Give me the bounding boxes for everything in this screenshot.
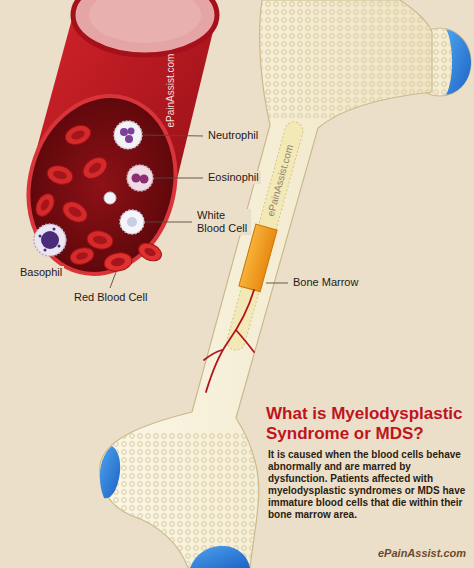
cell-label: Basophil	[18, 266, 64, 279]
cell-label: White Blood Cell	[195, 209, 251, 235]
basophil-cell	[34, 224, 66, 256]
cartilage	[190, 546, 250, 568]
diagram-title: What is Myelodysplastic Syndrome or MDS?	[266, 404, 470, 445]
watermark: ePainAssist.com	[165, 53, 176, 127]
part-label: Bone Marrow	[291, 276, 360, 289]
red-blood-cell	[32, 122, 164, 273]
leader-line	[110, 135, 288, 288]
cartilage	[100, 446, 120, 498]
cartilage	[446, 29, 471, 95]
blood-vessel	[204, 290, 254, 392]
eosinophil-cell	[127, 165, 153, 191]
blood-vessel	[9, 0, 217, 291]
cell-label: Red Blood Cell	[72, 291, 149, 304]
watermark: ePainAssist.com	[265, 143, 295, 217]
white-blood-cell	[120, 210, 144, 234]
neutrophil-cell	[114, 121, 142, 149]
cell-label: Neutrophil	[206, 129, 260, 142]
body-text: It is caused when the blood cells behave…	[268, 449, 468, 521]
white-blood-cell	[104, 192, 116, 204]
cell-label: Eosinophil	[206, 171, 261, 184]
watermark: ePainAssist.com	[378, 547, 466, 559]
